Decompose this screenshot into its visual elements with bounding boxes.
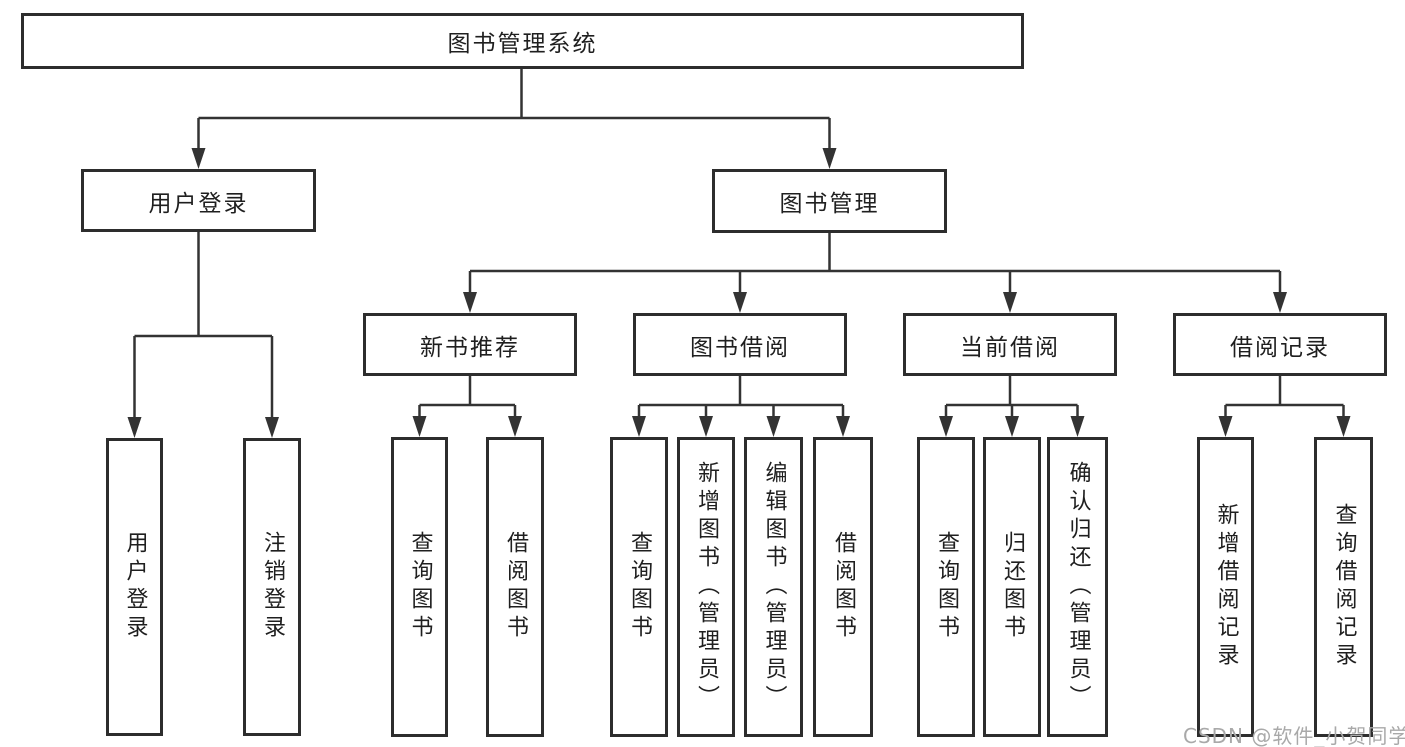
- leaf-logout: 注销登录: [243, 438, 301, 736]
- leaf-borrow-books-recommend: 借阅图书: [486, 437, 544, 737]
- leaf-borrow-books: 借阅图书: [813, 437, 873, 737]
- leaf-query-books-borrow: 查询图书: [610, 437, 668, 737]
- node-user-login: 用户登录: [81, 169, 316, 232]
- connector-book-management-to-level3: [463, 233, 1287, 313]
- leaf-return-books: 归还图书: [983, 437, 1041, 737]
- connector-new-book-group: [412, 376, 522, 437]
- leaf-user-login: 用户登录: [106, 438, 163, 736]
- leaf-query-books-current: 查询图书: [917, 437, 975, 737]
- leaf-confirm-return-admin: 确认归还（管理员）: [1047, 437, 1108, 737]
- leaf-query-books-recommend: 查询图书: [391, 437, 448, 737]
- csdn-watermark: CSDN @软件_小贺同学: [1183, 724, 1405, 747]
- node-borrow-records: 借阅记录: [1173, 313, 1387, 376]
- connector-root-to-level2: [191, 69, 837, 169]
- node-current-borrow: 当前借阅: [903, 313, 1117, 376]
- connector-user-login-group: [127, 232, 279, 438]
- connector-borrow-records-group: [1218, 376, 1351, 437]
- leaf-query-borrow-record: 查询借阅记录: [1314, 437, 1373, 737]
- node-library-management-system: 图书管理系统: [21, 13, 1024, 69]
- connector-current-borrow-group: [939, 376, 1085, 437]
- leaf-edit-book-admin: 编辑图书（管理员）: [744, 437, 803, 737]
- node-book-management: 图书管理: [712, 169, 947, 233]
- leaf-add-book-admin: 新增图书（管理员）: [677, 437, 735, 737]
- node-book-borrow: 图书借阅: [633, 313, 847, 376]
- leaf-add-borrow-record: 新增借阅记录: [1197, 437, 1254, 737]
- connector-book-borrow-group: [632, 376, 850, 437]
- node-new-book-recommend: 新书推荐: [363, 313, 577, 376]
